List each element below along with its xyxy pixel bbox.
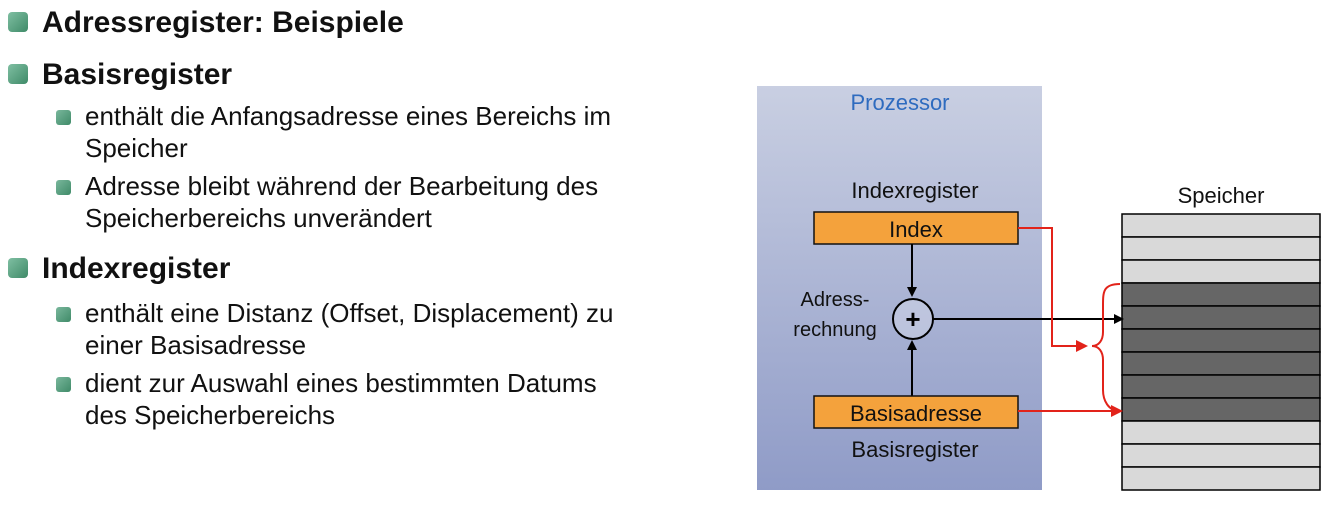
memory-cell-selected bbox=[1121, 328, 1321, 353]
item-text-line: Speicher bbox=[85, 133, 188, 163]
index-box bbox=[813, 211, 1019, 245]
memory-cell bbox=[1121, 420, 1321, 445]
section-heading-basisregister: Basisregister bbox=[42, 58, 233, 91]
memory-cell bbox=[1121, 466, 1321, 491]
item-text-line: dient zur Auswahl eines bestimmten Datum… bbox=[85, 368, 597, 398]
item-text-line: Adresse bleibt während der Bearbeitung d… bbox=[85, 171, 599, 201]
memory-block bbox=[1121, 213, 1321, 491]
item-text-line: Speicherbereichs unverändert bbox=[85, 203, 432, 233]
memory-cell-selected bbox=[1121, 305, 1321, 330]
item-bullet bbox=[56, 110, 71, 125]
section-bullet-indexregister bbox=[8, 258, 28, 278]
memory-cell bbox=[1121, 213, 1321, 238]
memory-cell-selected bbox=[1121, 351, 1321, 376]
index-box-label: Index bbox=[889, 217, 943, 242]
memory-cell bbox=[1121, 236, 1321, 261]
item-bullet bbox=[56, 180, 71, 195]
item-text-line: enthält die Anfangsadresse eines Bereich… bbox=[85, 101, 612, 131]
base-box-label: Basisadresse bbox=[850, 401, 982, 426]
memory-cell-selected bbox=[1121, 282, 1321, 307]
item-text-line: des Speicherbereichs bbox=[85, 400, 336, 430]
item-bullet bbox=[56, 307, 71, 322]
address-calc-label-line2: rechnung bbox=[793, 319, 876, 341]
red-brace bbox=[1091, 283, 1121, 412]
item-bullet bbox=[56, 377, 71, 392]
title-bullet bbox=[8, 12, 28, 32]
address-calc-label-line1: Adress- bbox=[801, 289, 870, 311]
red-arrow-index bbox=[1018, 227, 1088, 352]
index-register-label: Indexregister bbox=[851, 178, 978, 203]
memory-cell bbox=[1121, 259, 1321, 284]
base-register-label: Basisregister bbox=[851, 437, 978, 462]
memory-cell-selected bbox=[1121, 374, 1321, 399]
item-text-line: einer Basisadresse bbox=[85, 330, 307, 360]
processor-label: Prozessor bbox=[850, 90, 949, 115]
section-heading-indexregister: Indexregister bbox=[42, 252, 231, 285]
section-bullet-basisregister bbox=[8, 64, 28, 84]
item-text-line: enthält eine Distanz (Offset, Displaceme… bbox=[85, 298, 614, 328]
processor-block bbox=[757, 86, 1042, 490]
memory-cell-selected bbox=[1121, 397, 1321, 422]
memory-cell bbox=[1121, 443, 1321, 468]
slide-title: Adressregister: Beispiele bbox=[42, 6, 404, 39]
plus-symbol: + bbox=[905, 304, 920, 334]
memory-label: Speicher bbox=[1178, 183, 1265, 208]
